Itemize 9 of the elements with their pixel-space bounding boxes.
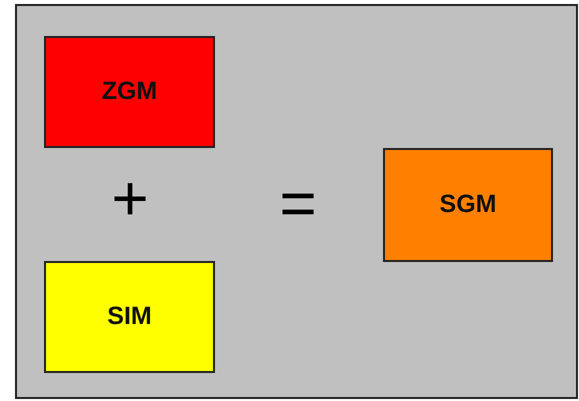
process-box	[44, 36, 215, 148]
operator-sign: =	[278, 171, 318, 235]
process-box	[383, 148, 553, 262]
box-label: SIM	[107, 301, 152, 332]
process-box	[44, 261, 215, 373]
operator-sign: +	[110, 166, 150, 230]
box-label: SGM	[440, 189, 496, 220]
box-label: ZGM	[102, 76, 158, 108]
panel-background	[15, 4, 578, 399]
